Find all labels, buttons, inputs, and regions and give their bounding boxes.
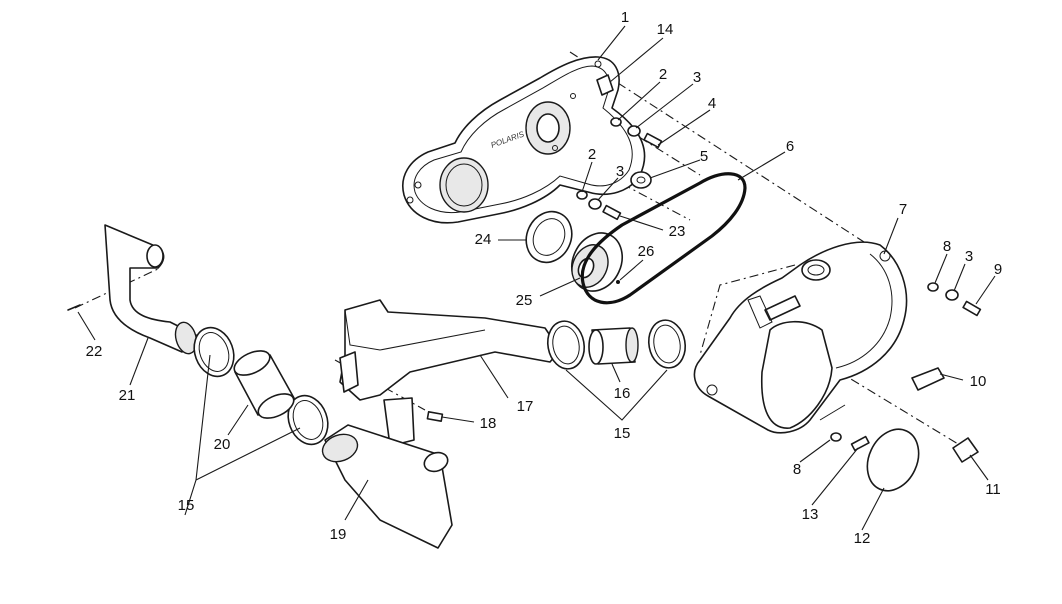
label-9: 9 — [994, 261, 1002, 278]
label-6: 6 — [786, 138, 794, 155]
hardware-right — [927, 282, 982, 317]
label-22: 22 — [86, 343, 103, 360]
lower-duct — [321, 424, 453, 549]
label-1: 1 — [621, 9, 629, 26]
label-26: 26 — [638, 243, 655, 260]
label-17: 17 — [517, 398, 534, 415]
label-19: 19 — [330, 526, 347, 543]
bolt-lower — [850, 435, 870, 452]
label-2b: 2 — [588, 146, 596, 163]
label-3b: 3 — [616, 163, 624, 180]
drive-pulley — [571, 232, 623, 292]
label-11: 11 — [985, 481, 1001, 498]
hose-clamp-left-2 — [287, 394, 329, 446]
label-15a: 15 — [178, 497, 195, 514]
screw-22 — [67, 304, 81, 311]
belt-marker — [616, 280, 620, 284]
label-15b: 15 — [614, 425, 631, 442]
label-14: 14 — [657, 21, 674, 38]
label-18: 18 — [480, 415, 497, 432]
hose-20 — [233, 350, 295, 419]
intake-tube — [104, 224, 198, 355]
part-labels: 1 14 2 3 4 5 6 2 3 23 24 25 26 7 8 3 9 1… — [86, 9, 1003, 547]
cover-cap — [866, 428, 920, 492]
label-5: 5 — [700, 148, 708, 165]
label-20: 20 — [214, 436, 231, 453]
label-7: 7 — [899, 201, 907, 218]
washer-lower — [830, 432, 842, 442]
drive-belt — [580, 172, 747, 305]
axis-line-top — [569, 51, 896, 263]
label-21: 21 — [119, 387, 136, 404]
screw-18 — [426, 411, 444, 422]
label-8b: 8 — [793, 461, 801, 478]
label-13: 13 — [802, 506, 819, 523]
label-12: 12 — [854, 530, 871, 547]
label-8a: 8 — [943, 238, 951, 255]
label-4: 4 — [708, 95, 716, 112]
label-25: 25 — [516, 292, 533, 309]
axis-line-outlet — [699, 264, 796, 356]
label-23: 23 — [669, 223, 686, 240]
label-16: 16 — [614, 385, 631, 402]
leader-lines — [77, 25, 996, 531]
coupler-16 — [588, 327, 639, 365]
seal-ring — [525, 210, 573, 264]
label-3a: 3 — [693, 69, 701, 86]
label-3c: 3 — [965, 248, 973, 265]
label-24: 24 — [475, 231, 492, 248]
decal-11 — [952, 437, 979, 463]
inner-clutch-cover: POLARIS — [402, 56, 646, 224]
decal-small — [596, 74, 614, 96]
decal-10 — [911, 367, 945, 391]
air-duct — [339, 299, 561, 447]
outer-clutch-cover — [693, 241, 908, 434]
hose-clamp-left-1 — [193, 326, 235, 378]
label-10: 10 — [970, 373, 987, 390]
label-2a: 2 — [659, 66, 667, 83]
